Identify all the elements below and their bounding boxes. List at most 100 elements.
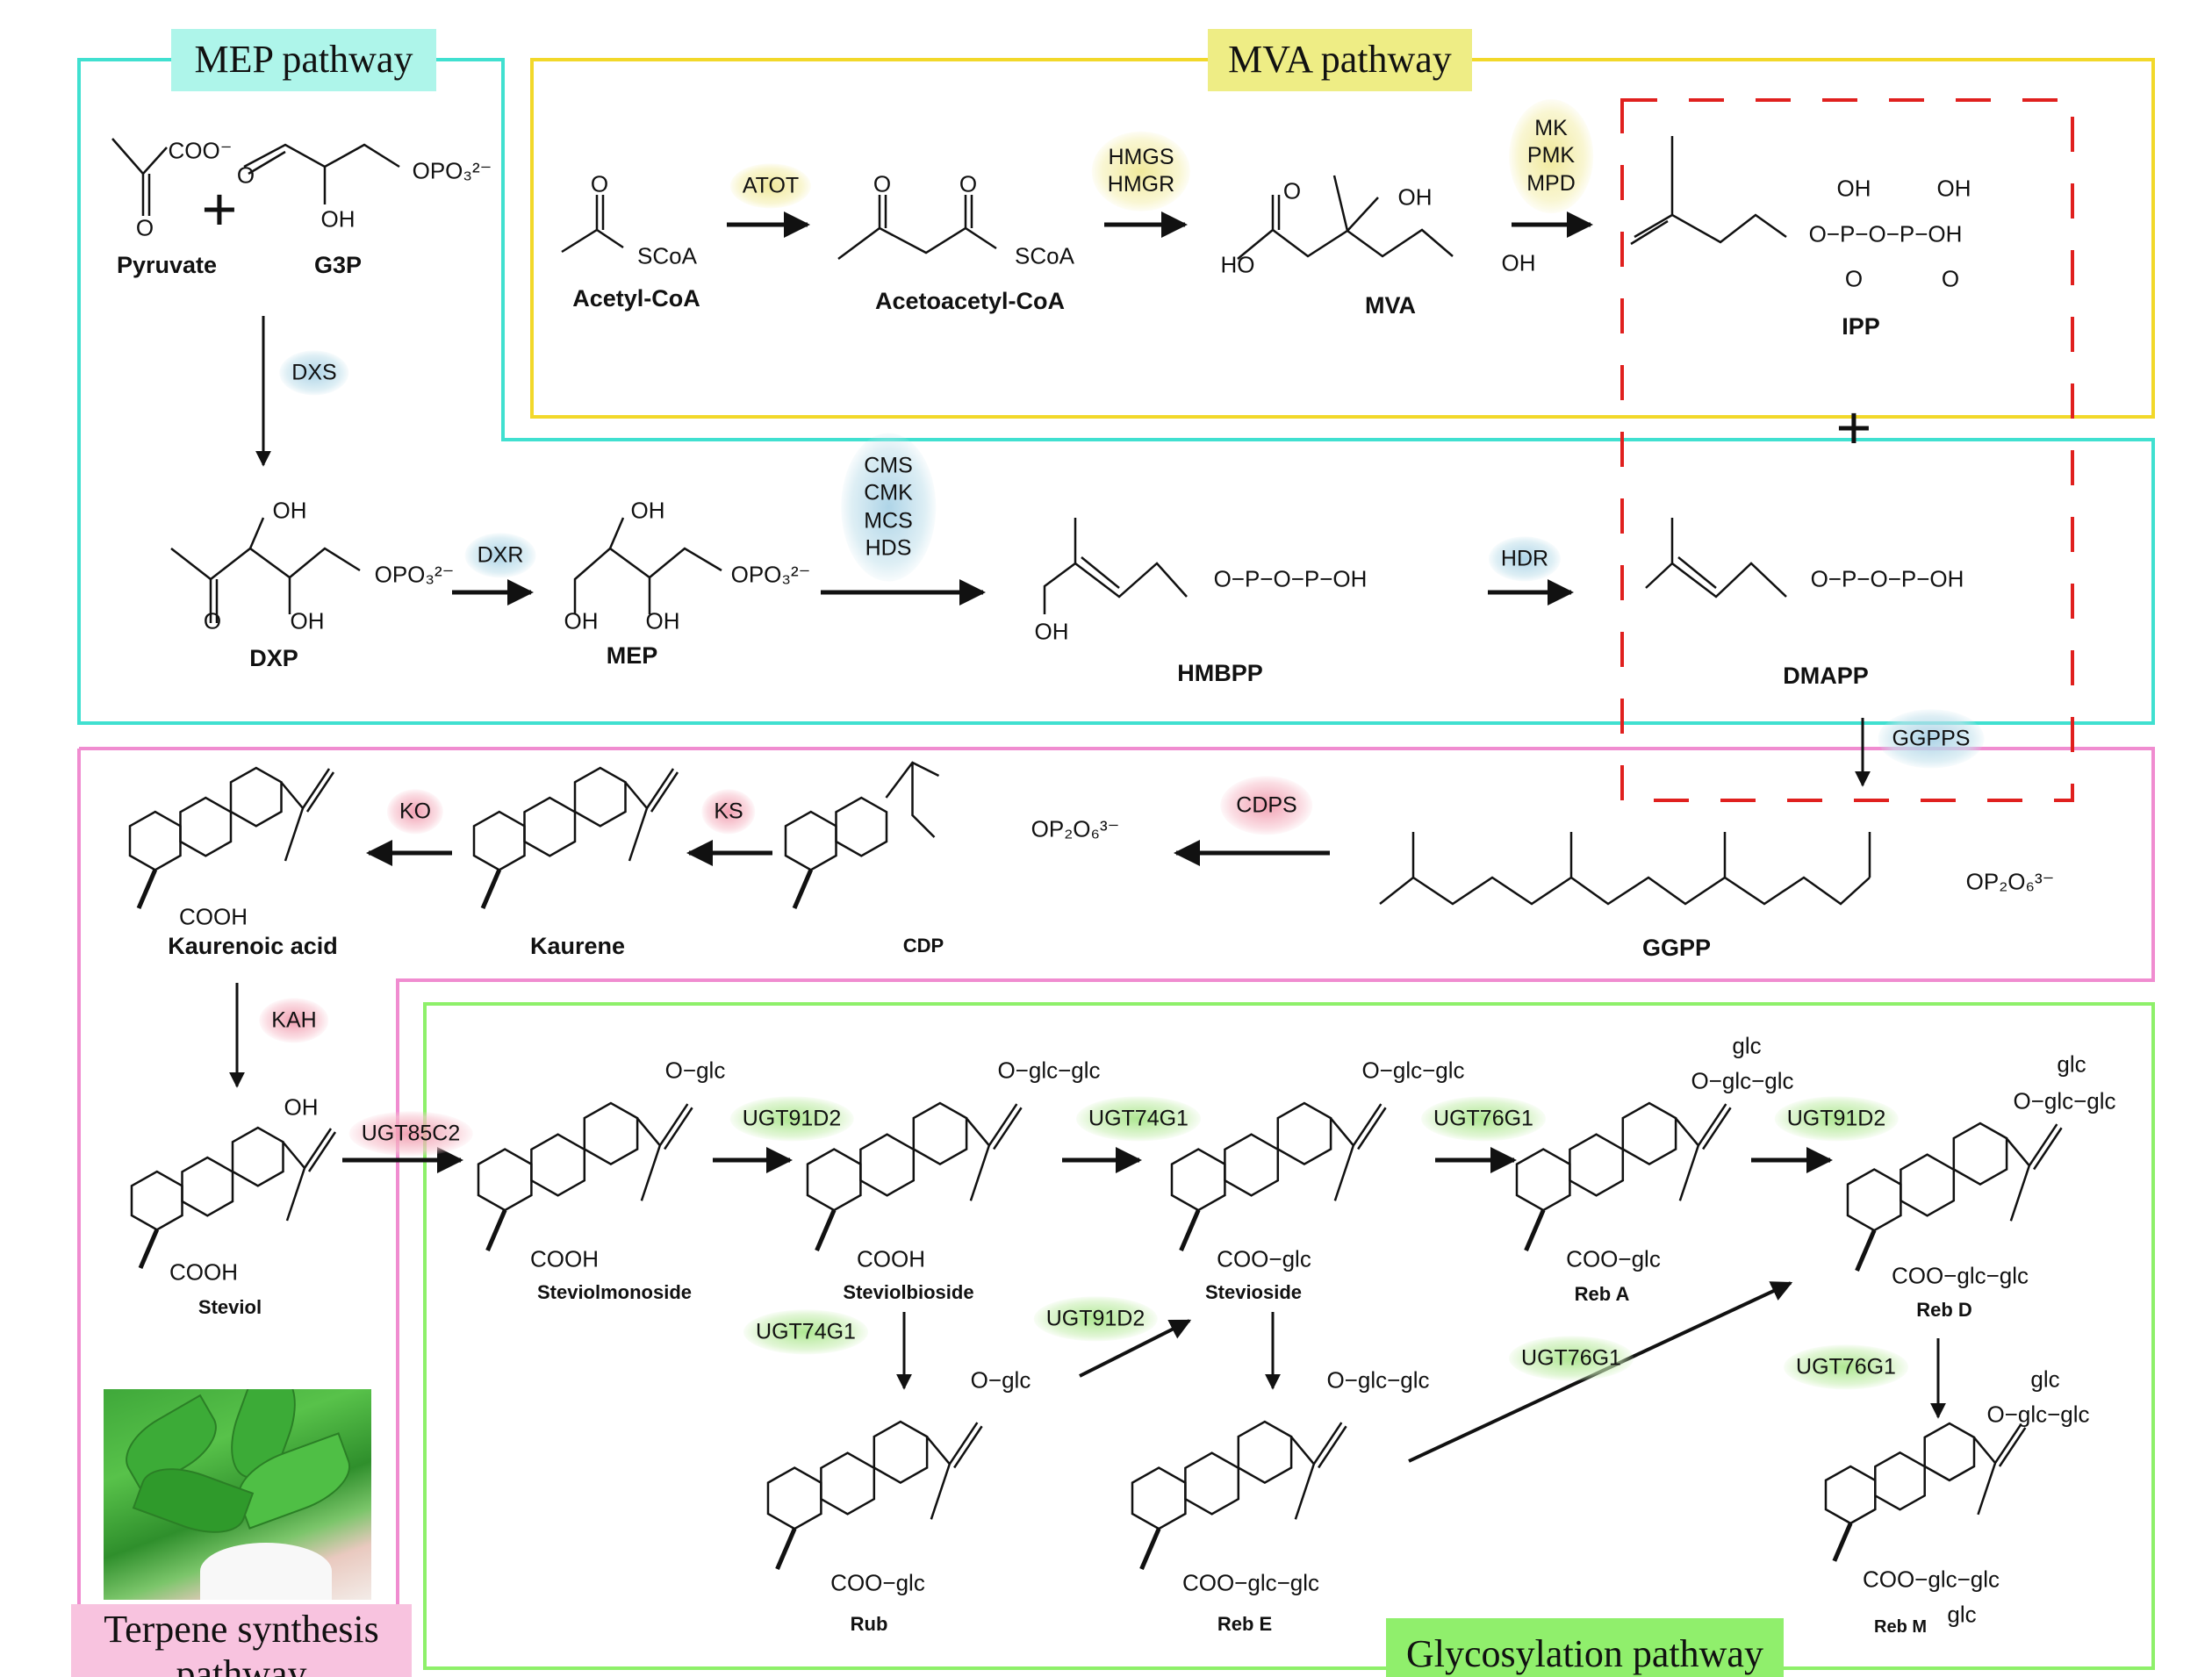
steviolbioside-skeleton [806, 1101, 1023, 1251]
steviolmonoside-cooh-label: COOH [530, 1245, 599, 1272]
compound-steviol: Steviol [198, 1296, 262, 1318]
compound-pyruvate: Pyruvate [116, 252, 218, 278]
compound-steviolmonoside: Steviolmonoside [536, 1281, 693, 1303]
enzyme-hds: HDS [865, 535, 912, 561]
reb-m-cooglcglc-label: COO−glc−glc [1862, 1566, 2000, 1593]
enzyme-mcs: MCS [864, 508, 913, 533]
kaurene-skeleton [472, 766, 679, 909]
acetoacetyl-coa-skeleton [837, 195, 997, 261]
dxp-oh-bottom-label: OH [290, 607, 325, 634]
enzyme-cmk: CMK [864, 480, 913, 505]
compound-kaurenoic-acid: Kaurenoic acid [168, 933, 338, 959]
reb-d-skeleton [1846, 1122, 2063, 1272]
enzyme-pmk: PMK [1526, 143, 1576, 168]
pyruvate-o-label: O [135, 214, 154, 241]
mep-skeleton [573, 517, 722, 614]
stevioside-cooglc-label: COO−glc [1217, 1245, 1311, 1272]
mva-pathway-frame [530, 58, 2155, 419]
enzyme-ugt91d2-a: UGT91D2 [729, 1096, 854, 1142]
enzyme-ks: KS [701, 789, 756, 835]
mva-ho-label: HO [1220, 251, 1255, 278]
stevioside-skeleton [1170, 1101, 1387, 1251]
hmbpp-phosphate-label: O−P−O−P−OH [1213, 565, 1368, 592]
compound-ipp: IPP [1842, 313, 1880, 340]
mep-opo3-label: OPO₃²⁻ [730, 561, 811, 588]
compound-mep: MEP [606, 642, 658, 669]
enzyme-ugt91d2-b: UGT91D2 [1774, 1096, 1899, 1142]
pyruvate-skeleton [111, 138, 168, 216]
cdp-op2o6-label: OP₂O₆³⁻ [1031, 815, 1120, 842]
glycosylation-pathway-label: Glycosylation pathway [1386, 1618, 1784, 1677]
kaurenoic-acid-skeleton [128, 766, 335, 909]
enzyme-mpd: MPD [1526, 170, 1576, 196]
reaction-arrows [229, 211, 1946, 1463]
arrow-rub-to-stevioside [1079, 1319, 1192, 1378]
dxp-skeleton [170, 517, 361, 623]
ipp-o1-label: O [1844, 265, 1864, 292]
compound-ggpp: GGPP [1641, 935, 1712, 961]
enzyme-ugt76g1-b: UGT76G1 [1509, 1336, 1634, 1381]
rub-skeleton [766, 1420, 983, 1570]
reb-m-glc-top-label: glc [2030, 1365, 2060, 1393]
steviol-cooh-label: COOH [169, 1258, 238, 1286]
hmbpp-oh-label: OH [1034, 618, 1069, 645]
mva-skeleton [1237, 175, 1454, 260]
compound-steviolbioside: Steviolbioside [843, 1281, 974, 1303]
ggpp-op2o6-label: OP₂O₆³⁻ [1965, 868, 2055, 895]
dxp-oh-top-label: OH [272, 497, 307, 524]
ggpp-skeleton [1379, 832, 1871, 906]
steviolmonoside-oglc-label: O−glc [664, 1057, 726, 1084]
skeletal-structures [111, 136, 1871, 906]
reb-a-cooglc-label: COO−glc [1566, 1245, 1661, 1272]
ipp-dmapp-highlight-frame [1620, 98, 2074, 802]
ipp-o2-label: O [1941, 265, 1960, 292]
enzyme-kah: KAH [259, 998, 329, 1043]
acetyl-coa-o-label: O [590, 170, 609, 197]
reb-d-oglcglc-label: O−glc−glc [2013, 1087, 2116, 1114]
ipp-oh1-label: OH [1836, 175, 1871, 202]
compound-acetyl-coa: Acetyl-CoA [572, 285, 700, 312]
acetyl-coa-skeleton [561, 195, 624, 254]
g3p-opo3-label: OPO₃²⁻ [412, 157, 492, 184]
mep-oh-mid-label: OH [645, 607, 680, 634]
mva-o-label: O [1282, 177, 1302, 204]
kaurenoic-acid-cooh-label: COOH [179, 903, 248, 930]
enzyme-ugt85c2: UGT85C2 [348, 1111, 473, 1157]
pyruvate-coo-label: COO⁻ [168, 137, 233, 164]
steviol-skeleton [130, 1126, 337, 1269]
acetyl-coa-scoa-label: SCoA [637, 242, 697, 269]
diterpene-skeletons [128, 761, 2063, 1570]
enzyme-cdps: CDPS [1220, 776, 1313, 835]
rub-oglc-label: O−glc [970, 1366, 1031, 1394]
reb-d-glc-top-label: glc [2057, 1050, 2086, 1078]
ipp-skeleton [1630, 136, 1787, 246]
steviolmonoside-skeleton [477, 1101, 693, 1251]
enzyme-ugt74g1-b: UGT74G1 [743, 1309, 868, 1355]
compound-dxp: DXP [249, 645, 298, 671]
plus-sign-ipp-dmapp: + [1835, 393, 1872, 462]
ipp-oh2-label: OH [1936, 175, 1971, 202]
stevia-photo [104, 1389, 371, 1600]
enzyme-ggpps: GGPPS [1878, 709, 1985, 769]
compound-g3p: G3P [313, 252, 363, 278]
reb-e-cooglcglc-label: COO−glc−glc [1181, 1569, 1320, 1596]
mva-pathway-label: MVA pathway [1208, 29, 1472, 91]
enzyme-hdr: HDR [1488, 536, 1562, 582]
reb-e-skeleton [1131, 1420, 1347, 1570]
steviol-oh-label: OH [284, 1093, 319, 1121]
dmapp-phosphate-label: O−P−O−P−OH [1810, 565, 1964, 592]
cdp-skeleton [784, 761, 940, 909]
g3p-oh-label: OH [320, 205, 356, 233]
mep-oh-left-label: OH [564, 607, 599, 634]
acetoacetyl-o2-label: O [959, 170, 978, 197]
enzyme-ko: KO [386, 789, 444, 835]
enzyme-mk-pmk-mpd: MK PMK MPD [1509, 99, 1593, 213]
terpene-pathway-label: Terpene synthesis pathway [71, 1604, 412, 1677]
enzyme-dxr: DXR [464, 533, 536, 578]
plus-sign-pyruvate-g3p: + [201, 175, 238, 243]
enzyme-dxs: DXS [279, 350, 349, 396]
dxp-o-label: O [203, 607, 222, 634]
compound-reb-e: Reb E [1217, 1613, 1273, 1635]
mva-oh1-label: OH [1397, 183, 1433, 211]
